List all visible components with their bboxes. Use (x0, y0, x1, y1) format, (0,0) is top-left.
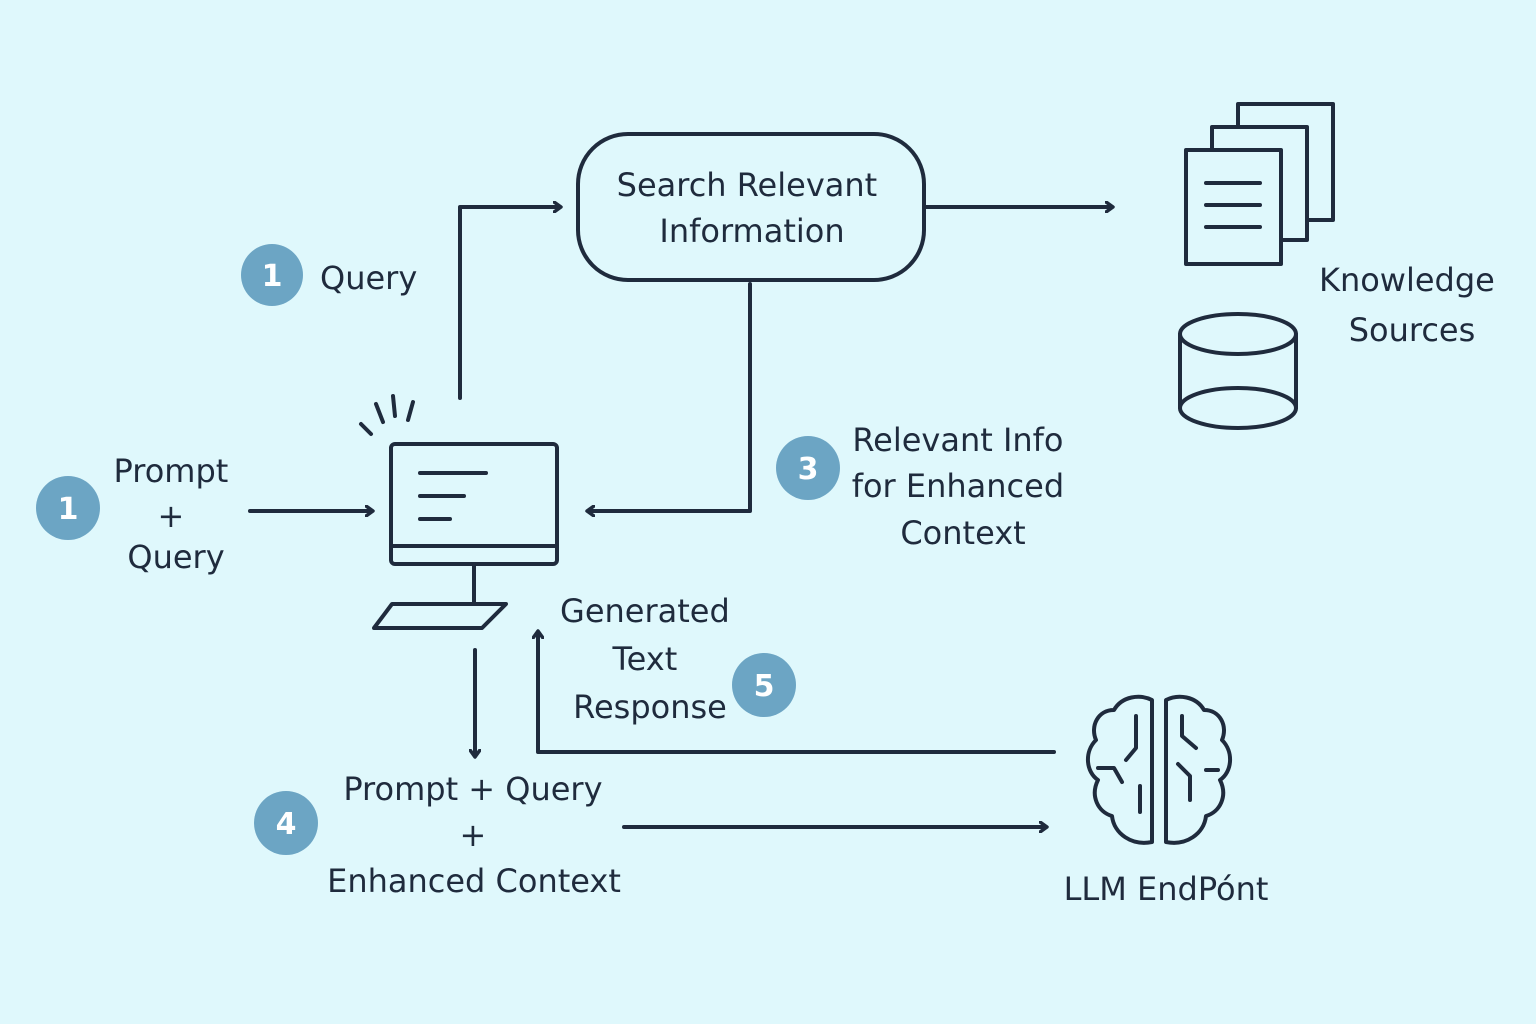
query-arrow (458, 207, 560, 400)
badge-relevant: 3 (776, 436, 840, 500)
documents-icon (1184, 102, 1335, 266)
svg-text:5: 5 (754, 669, 775, 704)
database-icon (1178, 312, 1298, 430)
badge-query: 1 (241, 244, 303, 306)
generated-response-label: Generated Text Response (560, 592, 740, 726)
svg-text:4: 4 (276, 807, 297, 842)
response-arrow (538, 632, 1056, 754)
knowledge-sources-label: Knowledge Sources (1319, 261, 1505, 349)
relevant-info-label: Relevant Info for Enhanced Context (852, 421, 1075, 552)
svg-text:1: 1 (262, 259, 283, 294)
prompt-query-label: Prompt + Query (114, 452, 239, 576)
brain-icon (1086, 694, 1232, 845)
badge-prompt: 1 (36, 476, 100, 540)
relevant-info-arrow (588, 282, 752, 511)
svg-text:1: 1 (58, 492, 79, 527)
enhanced-context-label: Prompt + Query + Enhanced Context (327, 770, 621, 900)
search-box (576, 132, 926, 282)
query-label: Query (320, 259, 417, 297)
badge-generated: 5 (732, 653, 796, 717)
svg-text:3: 3 (798, 452, 819, 487)
badge-enhanced: 4 (254, 791, 318, 855)
computer-icon (359, 394, 559, 630)
search-label: Search Relevant Information (617, 166, 888, 250)
llm-endpoint-label: LLM EndPónt (1064, 870, 1269, 908)
